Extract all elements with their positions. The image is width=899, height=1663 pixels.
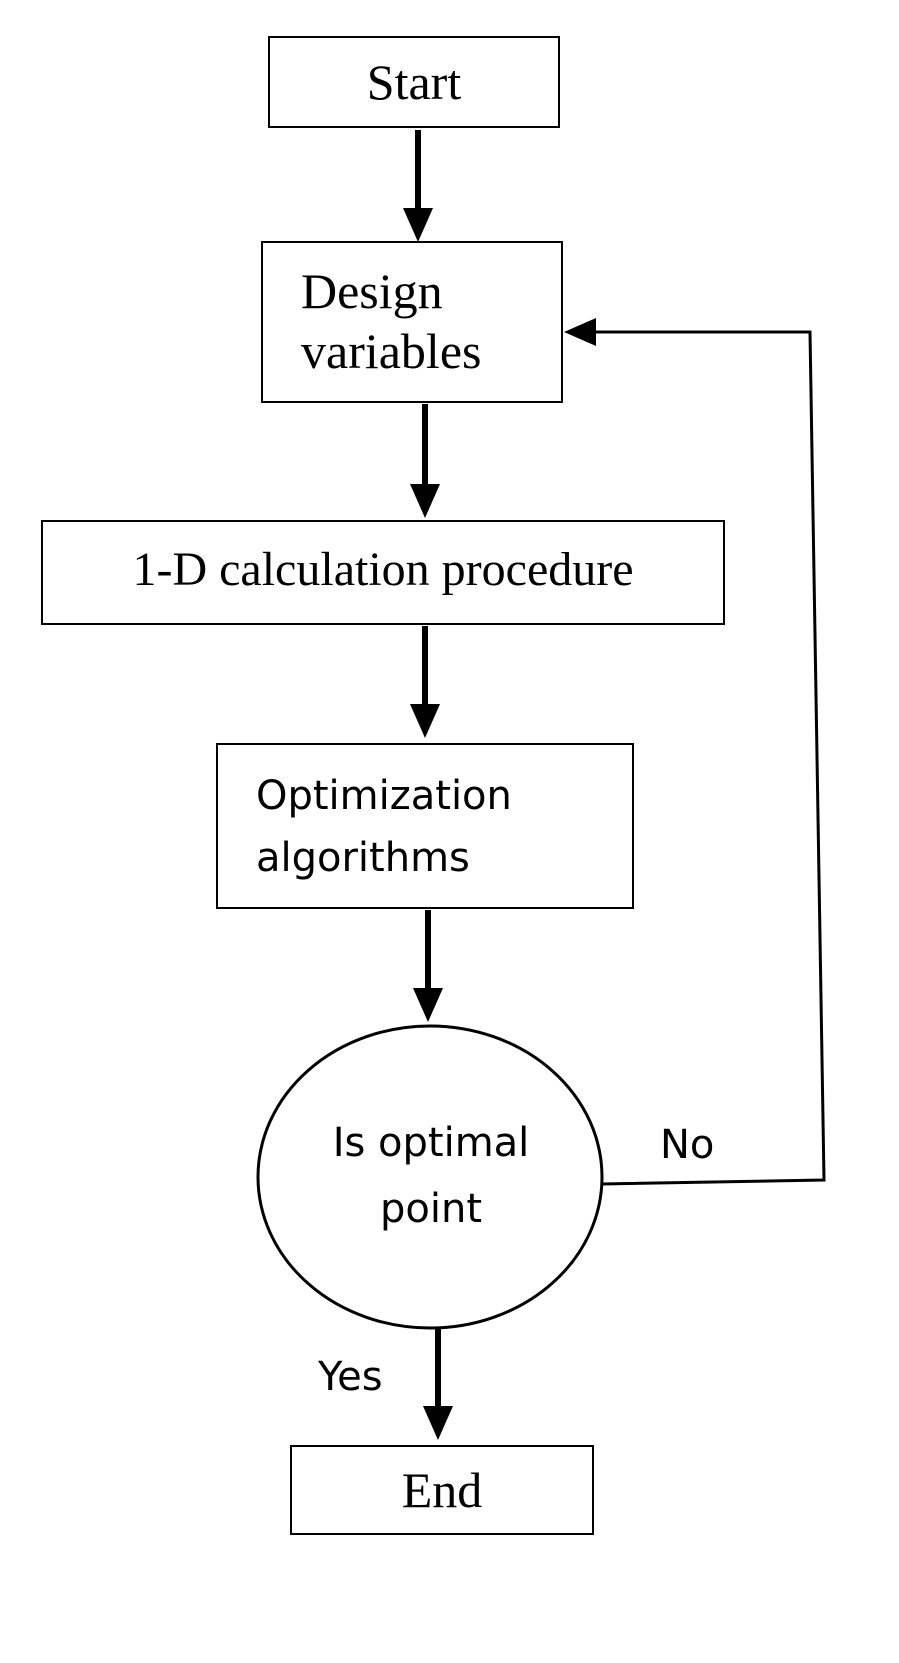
decision-node-shape (256, 1024, 604, 1330)
arrowhead-feedback (564, 318, 596, 346)
end-label: End (401, 1462, 483, 1518)
arrowhead-optimization-to-decision (413, 988, 443, 1022)
decision-label: Is optimal point (300, 1110, 562, 1242)
arrowhead-start-to-design (403, 208, 433, 242)
decision-line-2: point (379, 1186, 482, 1232)
start-label: Start (366, 54, 462, 110)
edge-label-yes: Yes (318, 1354, 383, 1400)
design-variables-line-2: variables (301, 323, 482, 379)
decision-line-1: Is optimal (332, 1120, 530, 1166)
feedback-loop-line (590, 330, 826, 1186)
design-variables-label: Design variables (301, 261, 481, 381)
design-variables-node: Design variables (261, 241, 563, 403)
optimization-line-1: Optimization (256, 773, 512, 819)
arrowhead-calculation-to-optimization (410, 704, 440, 738)
calculation-label: 1-D calculation procedure (132, 543, 634, 596)
arrowhead-decision-to-end (423, 1406, 453, 1440)
optimization-node: Optimization algorithms (216, 743, 634, 909)
edge-label-no: No (660, 1122, 715, 1168)
arrowhead-design-to-calculation (410, 484, 440, 518)
calculation-node: 1-D calculation procedure (41, 520, 725, 625)
start-node: Start (268, 36, 560, 128)
end-node: End (290, 1445, 594, 1535)
optimization-line-2: algorithms (256, 835, 470, 881)
optimization-label: Optimization algorithms (256, 765, 512, 889)
design-variables-line-1: Design (301, 263, 443, 319)
